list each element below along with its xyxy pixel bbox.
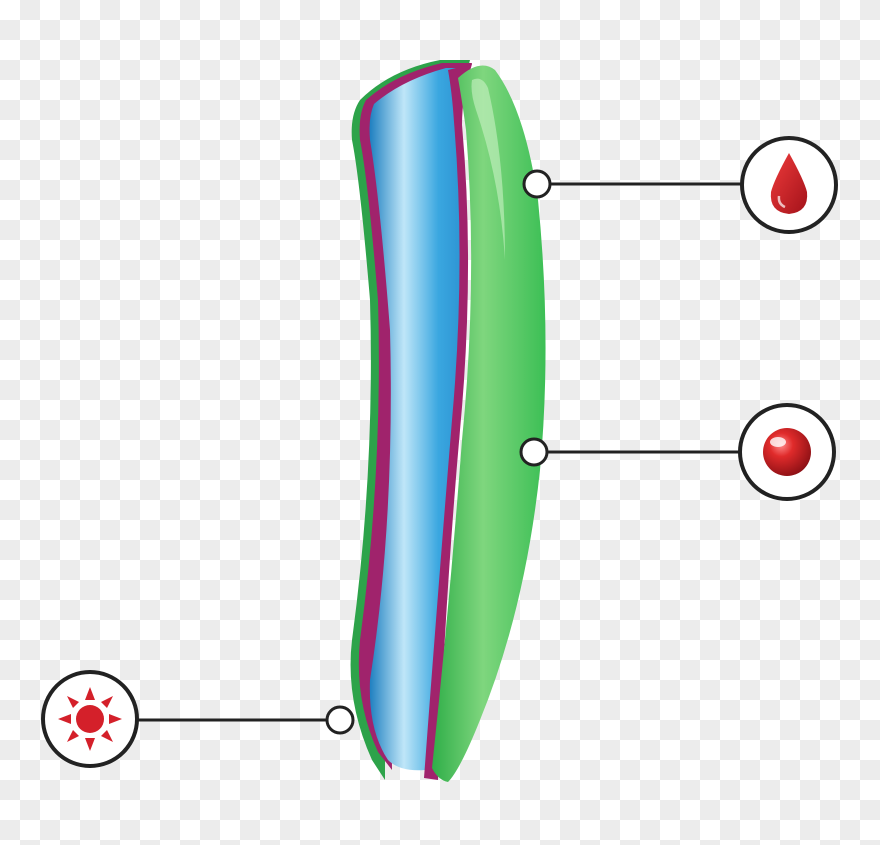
- magenta-membrane-inner: [424, 64, 472, 780]
- callout-blood-drop: [522, 136, 838, 234]
- callout-sun: [41, 670, 355, 768]
- callout-anchor: [325, 705, 355, 735]
- callout-anchor: [519, 437, 549, 467]
- surface-highlight: [471, 78, 505, 260]
- callout-red-sphere: [519, 403, 836, 501]
- blue-core-layer: [369, 68, 468, 771]
- sun-icon: [58, 687, 122, 751]
- red-sphere-icon: [763, 428, 811, 476]
- green-inner-layer: [432, 65, 546, 782]
- callout-anchor: [522, 169, 552, 199]
